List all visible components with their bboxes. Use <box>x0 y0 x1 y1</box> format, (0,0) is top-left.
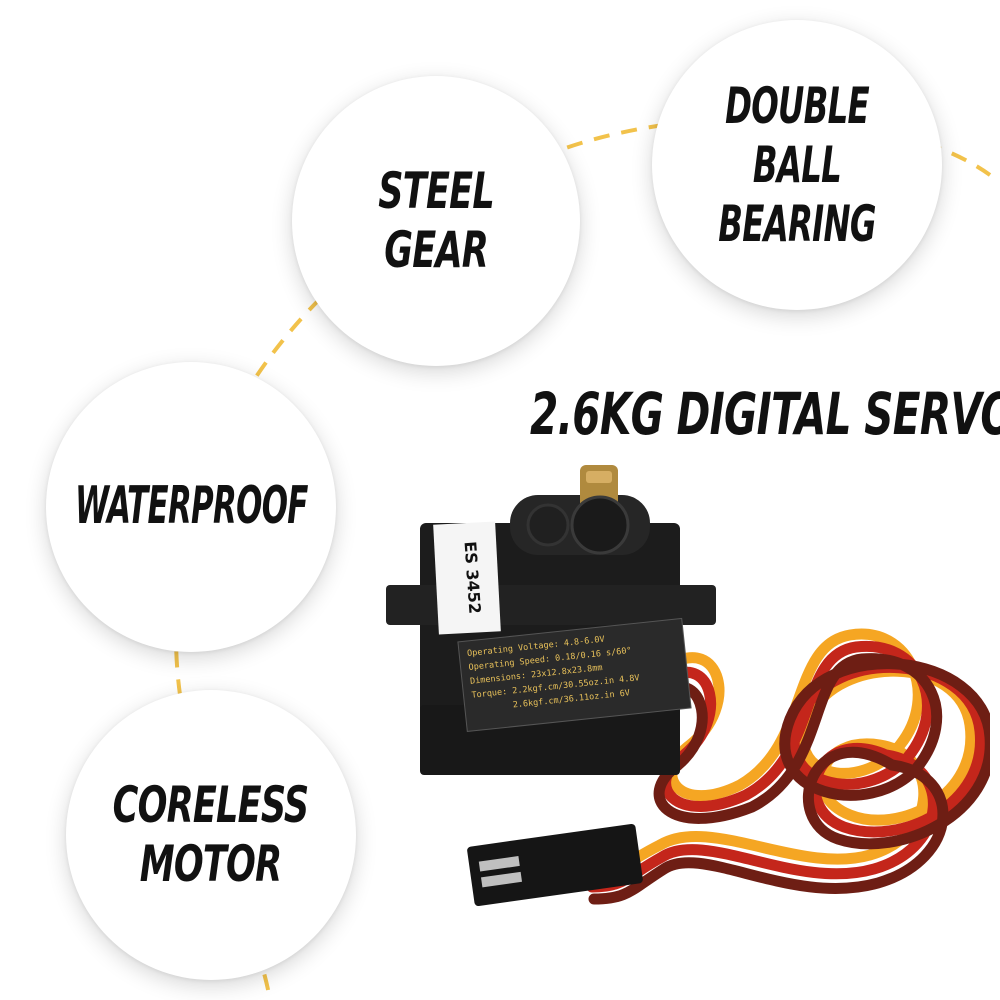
feature-double-line1: DOUBLE BALL <box>725 76 870 194</box>
feature-coreless-line2: MOTOR <box>140 835 282 893</box>
feature-coreless-line1: CORELESS <box>113 776 310 834</box>
servo-connector <box>467 823 643 907</box>
feature-double-ball-bearing: DOUBLE BALL BEARING <box>652 20 942 310</box>
product-headline: 2.6KG DIGITAL SERVO <box>530 380 1000 448</box>
servo-wires <box>584 628 990 905</box>
feature-steel-line2: GEAR <box>384 221 489 279</box>
servo-product-image: ES 3452 Operating Voltage: 4.8-6.0V Oper… <box>386 465 990 907</box>
feature-waterproof: WATERPROOF <box>46 362 336 652</box>
servo-body: ES 3452 Operating Voltage: 4.8-6.0V Oper… <box>386 465 716 775</box>
feature-double-line2: BEARING <box>718 194 876 253</box>
feature-steel-gear: STEEL GEAR <box>292 76 580 366</box>
feature-coreless-motor: CORELESS MOTOR <box>66 690 356 980</box>
feature-water-line1: WATERPROOF <box>74 476 308 537</box>
feature-steel-line1: STEEL <box>378 162 494 220</box>
